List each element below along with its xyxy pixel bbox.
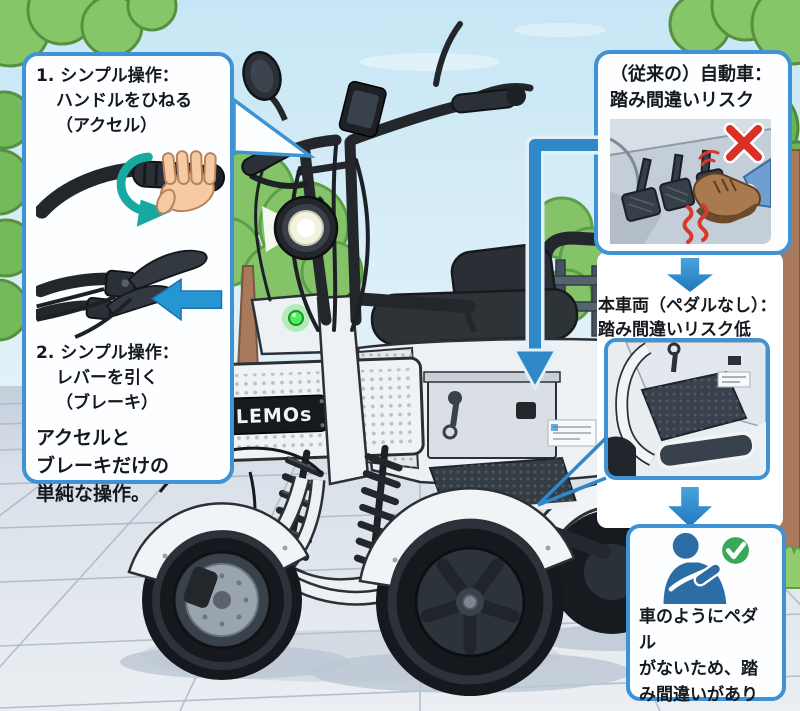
latch [728,356,741,365]
person-check-icon [663,532,752,604]
step2-action: レバーを引く [56,368,158,388]
vehicle-note-line1: 本車両（ペダルなし）： [598,296,777,316]
grip-right [451,86,526,114]
floor-image-box [604,338,770,480]
check-icon [719,534,752,567]
car-risk-line2: 踏み間違いリスク [610,90,754,111]
no-pedal-line2: がないため、踏 [639,659,758,679]
hub-nut [462,594,478,610]
fender-front [127,502,310,582]
left-callout-tail [232,96,316,159]
shoe [692,172,761,224]
summary-line1: アクセルと [36,427,131,449]
car-risk-line1: （従来の）自動車： [610,64,772,85]
headlight [262,195,339,261]
wheel-hint [608,436,636,476]
no-pedal-box: 車のようにペダル がないため、踏 み間違いがあり ません。 [626,524,786,705]
step1-title: 1. シンプル操作： [36,66,179,86]
fender-rear [358,487,576,588]
mirror [242,51,288,122]
brake-lever-upper [36,249,208,299]
hand-icon [156,150,217,215]
brand-label: ELEMOs [222,404,313,429]
indicator-light [288,310,304,326]
floor-key [667,342,681,373]
summary-line3: 単純な操作。 [36,483,151,505]
step2-title: 2. シンプル操作： [36,343,179,363]
brake-inset [36,249,223,339]
wheel-rear-near [358,487,576,696]
steering-column [250,292,370,486]
car-risk-box: （従来の）自動車： 踏み間違いリスク [594,50,792,255]
entry-step [656,431,756,470]
floor-label [717,371,751,388]
power-button [516,402,536,419]
pedal-inset [610,119,771,244]
cross-icon [723,122,765,164]
spec-label [547,419,597,447]
vehicle-note-line2: 踏み間違いリスク低 [598,320,751,340]
wheel-front-left [127,502,310,680]
no-pedal-line3: み間違いがあり [639,685,758,705]
no-pedal-line1: 車のようにペダル [639,607,758,653]
brake-cables [36,287,133,339]
summary-line2: ブレーキだけの [36,455,170,477]
display-console [338,80,387,138]
brake-caliper [183,566,218,608]
step1-action: ハンドルをひねる [56,91,192,111]
vibration-marks [682,150,720,244]
brake-direction-arrow-icon [150,278,223,322]
left-callout-box: 1. シンプル操作： ハンドルをひねる （アクセル） [22,52,234,505]
floor-inset [608,342,766,476]
throttle-inset [36,150,226,227]
battery-box [427,377,557,459]
vehicle-note: 本車両（ペダルなし）： 踏み間違いリスク低 [598,294,792,342]
key [442,391,462,440]
step2-note: （ブレーキ） [56,393,158,413]
pedals [621,149,727,222]
step1-note: （アクセル） [56,116,158,136]
mirror-stem-right [433,21,463,87]
